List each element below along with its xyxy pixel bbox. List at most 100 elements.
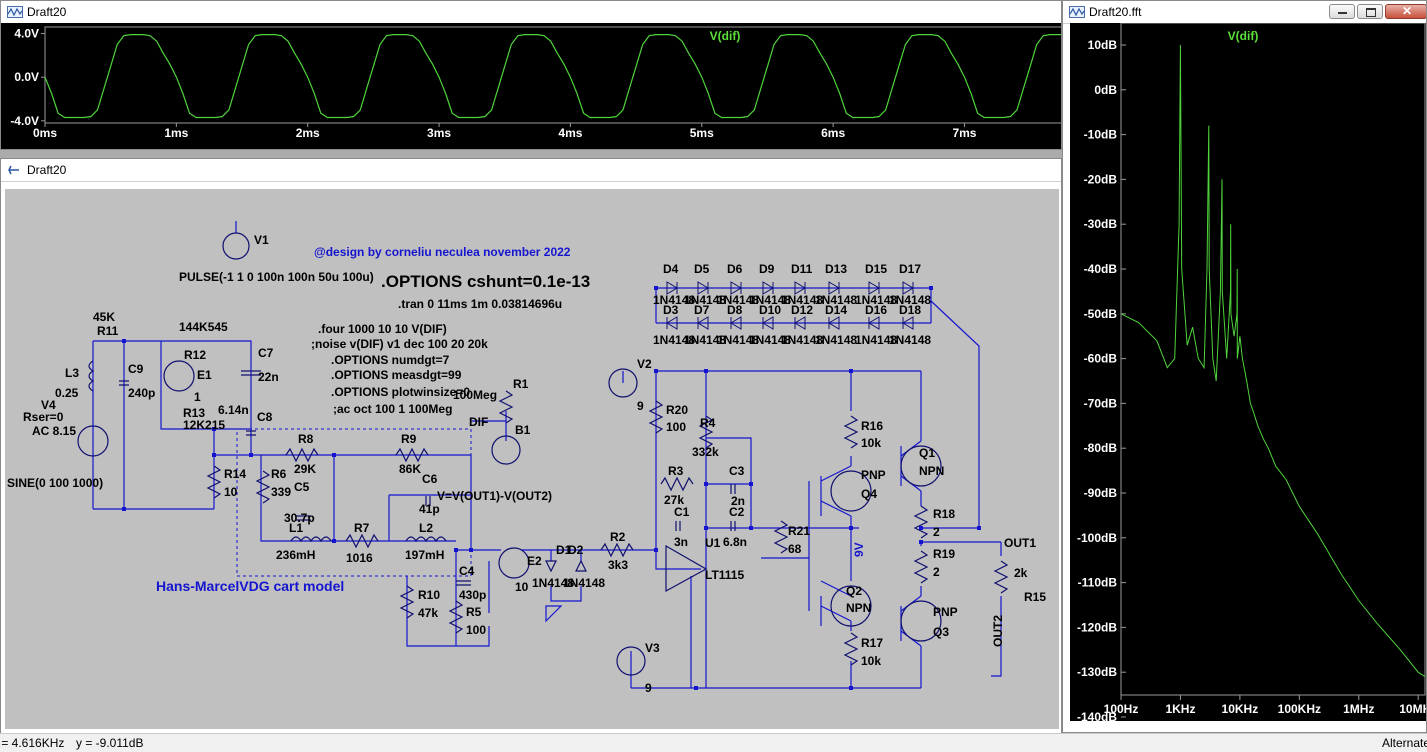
- diode-bottom-model[interactable]: 1N4148: [749, 333, 791, 347]
- minimize-button[interactable]: [1329, 4, 1355, 19]
- label-r19[interactable]: R19: [933, 547, 955, 561]
- waveform-trace-label[interactable]: V(dif): [710, 29, 741, 43]
- label-r11-value[interactable]: 45K: [93, 310, 115, 324]
- label-e1[interactable]: E1: [197, 368, 212, 382]
- diode-bottom-model[interactable]: 1N4148: [717, 333, 759, 347]
- diode-top-label[interactable]: D13: [825, 262, 847, 276]
- label-r16-value[interactable]: 10k: [861, 436, 881, 450]
- close-button[interactable]: ✕: [1385, 4, 1426, 19]
- diode-top-label[interactable]: D4: [663, 262, 679, 276]
- diode-top-label[interactable]: D15: [865, 262, 887, 276]
- cart-model-label[interactable]: Hans-MarcelVDG cart model: [156, 578, 344, 594]
- noise-directive[interactable]: ;noise v(DIF) v1 dec 100 20 20k: [311, 337, 488, 351]
- label-r8-value[interactable]: 29K: [294, 462, 316, 476]
- schematic-canvas[interactable]: @design by corneliu neculea november 202…: [5, 189, 1059, 729]
- label-d1-model[interactable]: 1N4148: [532, 576, 574, 590]
- diode-bottom-label[interactable]: D10: [759, 303, 781, 317]
- diode-top-model[interactable]: 1N4148: [815, 293, 857, 307]
- label-r11[interactable]: R11: [97, 324, 119, 338]
- label-c7[interactable]: C7: [258, 346, 274, 360]
- label-q2[interactable]: Q2: [846, 584, 862, 598]
- label-r21-value[interactable]: 68: [788, 542, 802, 556]
- diode-top-label[interactable]: D9: [759, 262, 775, 276]
- label-c8[interactable]: C8: [257, 410, 273, 424]
- schematic-title-bar[interactable]: Draft20: [1, 159, 1061, 182]
- diode-bottom-model[interactable]: 1N4148: [815, 333, 857, 347]
- label-l3-value[interactable]: 0.25: [55, 386, 79, 400]
- label-q3[interactable]: Q3: [933, 625, 949, 639]
- label-c9[interactable]: C9: [128, 362, 144, 376]
- label-u1[interactable]: U1: [705, 536, 721, 550]
- fft-trace-label[interactable]: V(dif): [1228, 29, 1259, 43]
- label-v4-rser[interactable]: Rser=0: [23, 410, 64, 424]
- label-r12[interactable]: R12: [184, 348, 206, 362]
- four-directive[interactable]: .four 1000 10 10 V(DIF): [318, 322, 447, 336]
- label-r13[interactable]: R13: [183, 406, 205, 420]
- diode-top-label[interactable]: D11: [791, 262, 813, 276]
- diode-bottom-label[interactable]: D16: [865, 303, 887, 317]
- label-v2-value[interactable]: 9: [637, 399, 644, 413]
- label-r19-value[interactable]: 2: [933, 565, 940, 579]
- diode-top-label[interactable]: D5: [694, 262, 710, 276]
- label-r13-value[interactable]: 12K215: [183, 418, 225, 432]
- label-r6-value[interactable]: 339: [271, 485, 291, 499]
- behavioral-voltage-expression[interactable]: V=V(OUT1)-V(OUT2): [437, 489, 552, 503]
- diode-top-model[interactable]: 1N4148: [684, 293, 726, 307]
- label-c6-value[interactable]: 41p: [419, 502, 440, 516]
- diode-top-label[interactable]: D6: [727, 262, 743, 276]
- label-r18[interactable]: R18: [933, 507, 955, 521]
- diode-top-model[interactable]: 1N4148: [781, 293, 823, 307]
- label-r6[interactable]: R6: [271, 467, 287, 481]
- label-c1-value[interactable]: 3n: [674, 535, 688, 549]
- plotwinsize-directive[interactable]: .OPTIONS plotwinsize=0: [331, 385, 470, 399]
- label-v3-value[interactable]: 9: [645, 681, 652, 695]
- label-q4[interactable]: Q4: [861, 487, 877, 501]
- numdgt-directive[interactable]: .OPTIONS numdgt=7: [331, 353, 450, 367]
- diode-top-model[interactable]: 1N4148: [749, 293, 791, 307]
- label-q1-type[interactable]: NPN: [919, 464, 944, 478]
- waveform-title-bar[interactable]: Draft20: [1, 1, 1061, 24]
- diode-bottom-model[interactable]: 1N4148: [684, 333, 726, 347]
- label-c2[interactable]: C2: [729, 505, 745, 519]
- label-c1[interactable]: C1: [674, 505, 690, 519]
- fft-plot[interactable]: 10dB0dB-10dB-20dB-30dB-40dB-50dB-60dB-70…: [1070, 23, 1426, 721]
- label-v1[interactable]: V1: [254, 233, 269, 247]
- label-r5[interactable]: R5: [466, 605, 482, 619]
- diode-bottom-label[interactable]: D8: [727, 303, 743, 317]
- label-v4[interactable]: V4: [41, 398, 56, 412]
- diode-bottom-label[interactable]: D3: [663, 303, 679, 317]
- label-v3[interactable]: V3: [645, 641, 660, 655]
- label-b1[interactable]: B1: [515, 423, 531, 437]
- label-r14-value[interactable]: 10: [224, 485, 238, 499]
- label-r1[interactable]: R1: [513, 377, 529, 391]
- label-q3-type[interactable]: PNP: [933, 605, 958, 619]
- label-u1-value[interactable]: LT1115: [705, 568, 744, 582]
- label-q1[interactable]: Q1: [919, 446, 935, 460]
- label-r9-value[interactable]: 86K: [399, 462, 421, 476]
- label-r15-value[interactable]: 2k: [1014, 566, 1028, 580]
- label-r8[interactable]: R8: [298, 432, 314, 446]
- label-q4-type[interactable]: PNP: [861, 468, 886, 482]
- label-c4-value[interactable]: 430p: [459, 588, 486, 602]
- label-r21[interactable]: R21: [788, 524, 810, 538]
- label-r12-value[interactable]: 144K545: [179, 320, 228, 334]
- label-dif-node[interactable]: DIF: [469, 415, 488, 429]
- label-r3-value[interactable]: 27k: [664, 493, 684, 507]
- diode-top-model[interactable]: 1N4148: [717, 293, 759, 307]
- label-r1-value[interactable]: 100Meg: [453, 388, 497, 402]
- label-r5-value[interactable]: 100: [466, 623, 486, 637]
- diode-bottom-label[interactable]: D18: [899, 303, 921, 317]
- label-r2-value[interactable]: 3k3: [608, 558, 628, 572]
- fft-title-bar[interactable]: Draft20.fft ✕: [1063, 1, 1426, 24]
- label-l2[interactable]: L2: [419, 521, 433, 535]
- label-r10[interactable]: R10: [418, 588, 440, 602]
- label-q2-type[interactable]: NPN: [846, 601, 871, 615]
- label-d2-model[interactable]: 1N4148: [563, 576, 605, 590]
- label-c6[interactable]: C6: [422, 472, 438, 486]
- options-cshunt-directive[interactable]: .OPTIONS cshunt=0.1e-13: [381, 272, 590, 291]
- diode-top-model[interactable]: 1N4148: [889, 293, 931, 307]
- label-r7-value[interactable]: 1016: [346, 551, 373, 565]
- schematic-window[interactable]: Draft20: [0, 158, 1062, 734]
